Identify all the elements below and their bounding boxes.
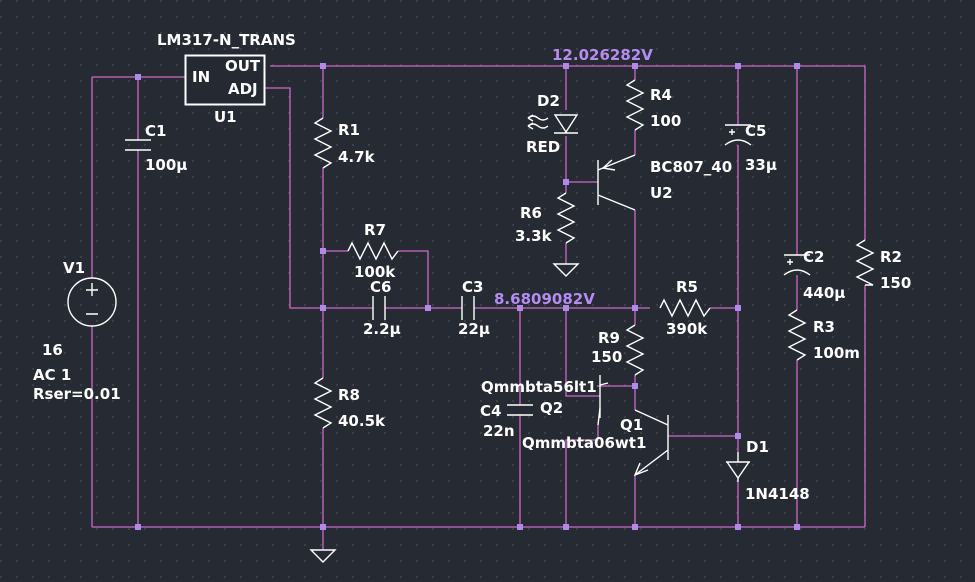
r1-value-label: 4.7k (338, 148, 376, 166)
r1-resistor[interactable] (313, 117, 333, 169)
junctions (135, 63, 800, 530)
v1-ref-label: V1 (63, 259, 85, 277)
c4-ref-label: C4 (480, 402, 501, 420)
labels: 12.026282V 8.6809082V LM317-N_TRANS IN O… (33, 31, 911, 503)
c3-capacitor[interactable] (461, 296, 475, 320)
r6-ref-label: R6 (520, 204, 542, 222)
node-voltage-out: 12.026282V (552, 46, 653, 64)
c2-value-label: 440µ (803, 284, 845, 302)
d1-ref-label: D1 (746, 438, 769, 456)
ground-symbol-1 (309, 549, 337, 563)
c1-capacitor[interactable] (125, 139, 151, 151)
q2-transistor[interactable] (597, 375, 609, 426)
u1-pin-in: IN (192, 68, 210, 86)
d2-led[interactable] (527, 114, 579, 134)
q1-npn-transistor[interactable] (633, 409, 669, 477)
c3-value-label: 22µ (458, 320, 490, 338)
c5-ref-label: C5 (745, 122, 766, 140)
r5-resistor[interactable] (659, 298, 711, 318)
r2-resistor[interactable] (855, 239, 875, 286)
r2-ref-label: R2 (880, 248, 902, 266)
c5-capacitor[interactable] (724, 124, 752, 146)
v1-rser-label: Rser=0.01 (33, 385, 121, 403)
r9-value-label: 150 (591, 348, 622, 366)
ground-symbol-2 (552, 263, 580, 277)
d1-value-label: 1N4148 (745, 485, 810, 503)
u1-part-label: LM317-N_TRANS (157, 31, 296, 49)
c6-capacitor[interactable] (372, 296, 386, 320)
r9-ref-label: R9 (598, 329, 620, 347)
r4-ref-label: R4 (650, 86, 672, 104)
r6-value-label: 3.3k (515, 227, 553, 245)
c2-ref-label: C2 (803, 248, 824, 266)
c6-value-label: 2.2µ (363, 320, 401, 338)
r8-ref-label: R8 (338, 386, 360, 404)
q2-part-label: Qmmbta56lt1 (481, 378, 597, 396)
r8-value-label: 40.5k (338, 412, 386, 430)
r4-resistor[interactable] (625, 79, 645, 131)
d2-ref-label: D2 (537, 92, 560, 110)
u1-pin-adj: ADJ (228, 80, 258, 98)
d2-value-label: RED (526, 138, 560, 156)
q2-ref-label: Q2 (540, 399, 563, 417)
v1-dc-label: 16 (42, 341, 63, 359)
v1-ac-label: AC 1 (33, 366, 71, 384)
c1-ref-label: C1 (145, 122, 166, 140)
u2-part-label: BC807_40 (650, 158, 732, 176)
u1-regulator[interactable] (184, 54, 266, 106)
c3-ref-label: C3 (462, 278, 483, 296)
q1-ref-label: Q1 (620, 416, 643, 434)
r8-resistor[interactable] (313, 377, 333, 429)
r1-ref-label: R1 (338, 121, 360, 139)
c6-ref-label: C6 (370, 278, 391, 296)
q1-part-label: Qmmbta06wt1 (522, 434, 646, 452)
node-voltage-mid: 8.6809082V (494, 290, 595, 308)
u2-pnp-transistor[interactable] (597, 154, 636, 211)
d1-diode[interactable] (725, 452, 751, 482)
r5-value-label: 390k (666, 320, 708, 338)
r9-resistor[interactable] (625, 324, 645, 376)
r7-ref-label: R7 (364, 221, 386, 239)
c4-value-label: 22n (483, 422, 515, 440)
r4-value-label: 100 (650, 112, 681, 130)
r7-resistor[interactable] (347, 241, 399, 261)
r7-value-label: 100k (354, 263, 396, 281)
r3-ref-label: R3 (813, 318, 835, 336)
u1-ref-label: U1 (214, 108, 237, 126)
c2-capacitor[interactable] (783, 254, 811, 276)
c5-value-label: 33µ (745, 156, 777, 174)
c1-value-label: 100µ (145, 156, 187, 174)
v1-voltage-source[interactable] (67, 277, 117, 327)
r5-ref-label: R5 (676, 278, 698, 296)
r2-value-label: 150 (880, 274, 911, 292)
r6-resistor[interactable] (556, 192, 576, 244)
r3-resistor[interactable] (787, 309, 807, 361)
c4-capacitor[interactable] (507, 404, 533, 416)
u2-ref-label: U2 (650, 184, 673, 202)
r3-value-label: 100m (813, 344, 860, 362)
u1-pin-out: OUT (225, 57, 261, 75)
